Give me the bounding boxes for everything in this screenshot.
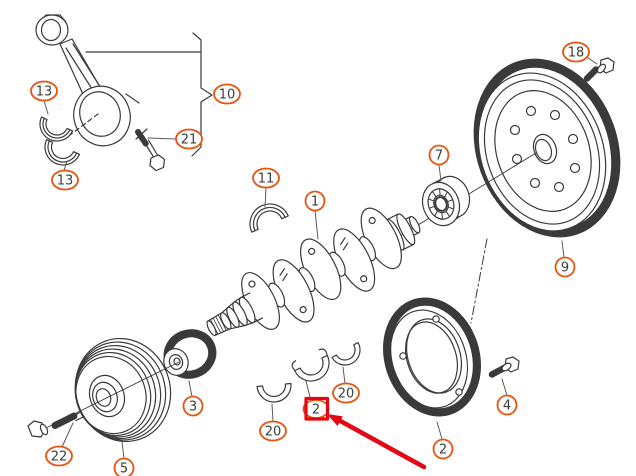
- drive-plate: [383, 297, 481, 417]
- pilot-bearing: [421, 175, 471, 227]
- svg-text:5: 5: [120, 462, 128, 476]
- svg-text:3: 3: [189, 400, 197, 415]
- flywheel-bolt-holes: [509, 105, 581, 193]
- crank-nose-splines: [210, 314, 227, 335]
- timing-gear: [163, 329, 217, 379]
- svg-text:20: 20: [338, 387, 355, 402]
- thrust-washer-right: [331, 341, 361, 366]
- callout-4-drive-plate-bolt[interactable]: 4: [496, 394, 518, 416]
- svg-text:11: 11: [258, 172, 275, 187]
- callout-9-flywheel[interactable]: 9: [554, 256, 576, 278]
- svg-text:2: 2: [439, 443, 447, 458]
- svg-text:7: 7: [435, 149, 443, 164]
- group-bracket: [85, 32, 213, 157]
- callout-22-pulley-bolt[interactable]: 22: [45, 445, 73, 467]
- callout-5-pulley[interactable]: 5: [113, 457, 135, 476]
- callout-20-thrust-washer-left[interactable]: 20: [259, 420, 287, 442]
- drive-plate-bolt: [488, 356, 520, 378]
- callout-20-thrust-washer-right[interactable]: 20: [332, 382, 360, 404]
- rod-bearing-shell-upper: [39, 116, 74, 142]
- svg-text:4: 4: [503, 399, 511, 414]
- flywheel: [473, 58, 621, 238]
- highlight-arrow-shaft: [337, 418, 427, 470]
- svg-text:13: 13: [57, 174, 74, 189]
- highlight-arrow-head: [327, 414, 343, 426]
- rod-bolt: [135, 129, 166, 172]
- callout-13-upper-shell[interactable]: 13: [30, 80, 58, 102]
- thrust-washer-left: [256, 382, 292, 403]
- highlighted-callout-label: 2: [312, 403, 320, 418]
- flywheel-bolt: [583, 57, 615, 82]
- centerline-dashdot: [470, 238, 488, 324]
- crankshaft: [206, 207, 421, 337]
- highlight-box: [304, 396, 330, 421]
- drive-plate-teeth: [383, 298, 481, 416]
- svg-text:13: 13: [36, 85, 53, 100]
- needle-rollers: [428, 188, 454, 220]
- rod-bearing-shell-lower: [44, 139, 81, 166]
- svg-text:18: 18: [568, 46, 585, 61]
- svg-text:21: 21: [181, 133, 198, 148]
- highlight-marker[interactable]: 2: [302, 396, 427, 470]
- callout-1-crankshaft[interactable]: 1: [304, 190, 326, 212]
- callout-18-flywheel-bolt[interactable]: 18: [562, 41, 590, 63]
- connecting-rod-assembly: [35, 14, 166, 172]
- thrust-washer-center: [291, 348, 330, 382]
- svg-text:1: 1: [311, 195, 319, 210]
- pulley-bolt: [27, 411, 84, 438]
- callout-7-pilot-bearing[interactable]: 7: [428, 144, 450, 166]
- main-bearing-shell: [249, 203, 289, 233]
- callouts: 13 13 10 21 11 1 7 18 9 3: [30, 41, 590, 476]
- callout-3-timing-gear[interactable]: 3: [182, 395, 204, 417]
- svg-text:9: 9: [561, 261, 569, 276]
- callout-21-rod-bolt[interactable]: 21: [175, 128, 203, 150]
- svg-text:10: 10: [219, 88, 236, 103]
- callout-11-main-bearing[interactable]: 11: [252, 167, 280, 189]
- leader-lines: [43, 56, 598, 459]
- svg-text:22: 22: [51, 450, 68, 465]
- callout-13-lower-shell[interactable]: 13: [51, 169, 79, 191]
- svg-text:20: 20: [265, 425, 282, 440]
- callout-2-drive-plate[interactable]: 2: [432, 438, 454, 460]
- callout-10-rod-assembly[interactable]: 10: [213, 83, 241, 105]
